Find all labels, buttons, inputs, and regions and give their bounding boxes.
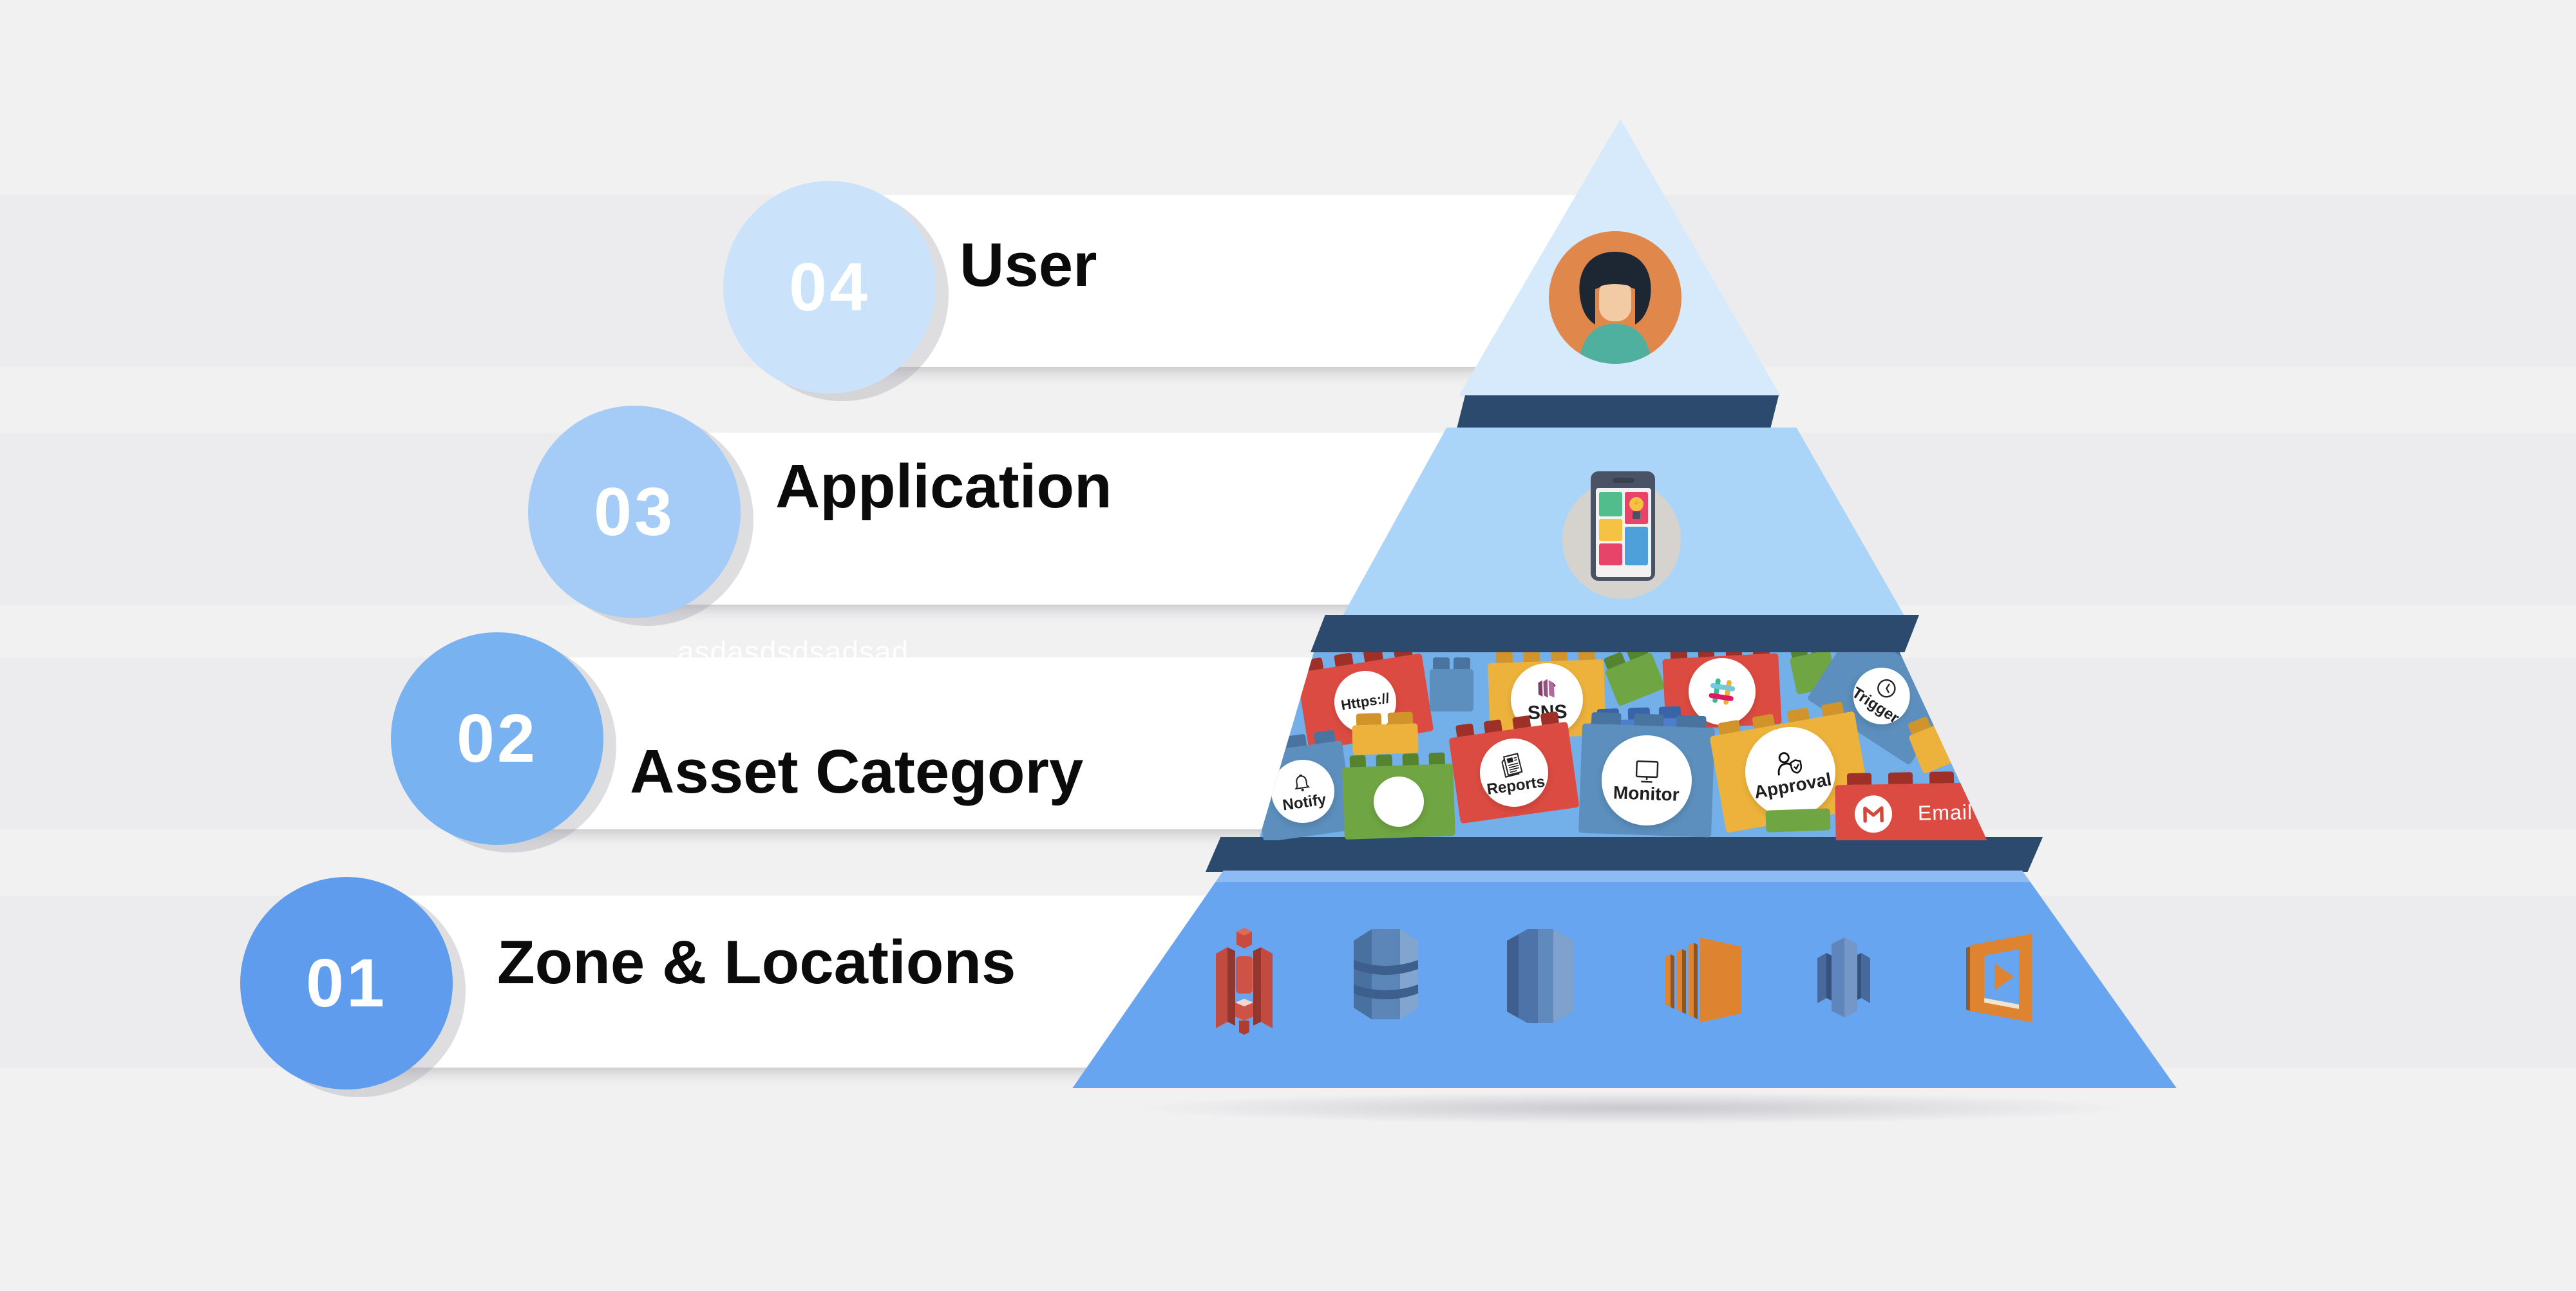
row-bar xyxy=(634,433,1481,605)
aws-api-gateway-icon xyxy=(1958,927,2042,1032)
level-label: Application xyxy=(775,452,1112,521)
level-number: 02 xyxy=(457,700,538,777)
pyramid-divider-band xyxy=(1457,395,1779,429)
row-bar xyxy=(497,657,1340,829)
aws-ses-icon xyxy=(1807,932,1881,1026)
aws-s3-red-icon xyxy=(1199,925,1289,1038)
level-number: 04 xyxy=(789,249,870,325)
lego-brick-small-yellow-right xyxy=(1907,706,1974,775)
brick-circle xyxy=(1687,656,1757,727)
news-icon xyxy=(1499,749,1528,778)
clock-icon xyxy=(1870,673,1902,705)
mobile-app-icon xyxy=(1556,465,1687,601)
brick-studs xyxy=(1846,770,1987,786)
level-number-badge-03: 03 xyxy=(528,406,741,618)
pyramid-divider-band xyxy=(1206,837,2043,872)
pyramid-divider-band xyxy=(1311,615,1919,652)
brick-label: Monitor xyxy=(1613,782,1680,805)
lego-brick-green-blank xyxy=(1342,752,1455,840)
lego-brick-notify: Notify xyxy=(1258,730,1355,840)
brick-label: Https:// xyxy=(1340,690,1391,714)
level-label: Asset Category xyxy=(630,737,1084,806)
lego-brick-email: Email xyxy=(1835,770,1987,840)
level-number: 01 xyxy=(306,945,387,1021)
brick-circle: Reports xyxy=(1475,734,1553,811)
brick-studs xyxy=(1954,705,1987,722)
lego-brick-monitor: Monitor xyxy=(1578,711,1715,838)
monitor-icon xyxy=(1633,757,1662,784)
level-label: Zone & Locations xyxy=(497,928,1016,997)
lego-brick-small-blue-1 xyxy=(1430,657,1473,711)
lego-brick-approval: Approval xyxy=(1709,701,1871,833)
brick-circle: SNS xyxy=(1510,662,1584,737)
lego-brick-small-green-top xyxy=(1603,652,1666,707)
person-icon xyxy=(1771,746,1806,778)
aws-database-barrel-icon xyxy=(1495,925,1586,1030)
sns-icon xyxy=(1533,675,1560,702)
brick-studs xyxy=(1349,752,1445,768)
row-bar xyxy=(831,195,1610,367)
brick-circle: Monitor xyxy=(1600,733,1694,827)
pyramid-floor-shadow xyxy=(940,1086,2325,1131)
brick-label: Email xyxy=(1917,800,1973,825)
lego-brick-trigger: Trigger xyxy=(1806,652,1957,766)
bell-icon xyxy=(1291,771,1312,795)
lego-brick-small-yellow-left xyxy=(1352,711,1419,755)
brick-circle xyxy=(1372,775,1425,828)
gmail-icon xyxy=(1854,795,1893,833)
level-number-badge-01: 01 xyxy=(240,877,453,1089)
level-row-application: 03 Application xyxy=(0,406,2576,618)
user-avatar-icon xyxy=(1548,230,1683,365)
lego-brick-slack xyxy=(1662,652,1782,730)
slack-icon xyxy=(1704,674,1741,710)
brick-label: Reports xyxy=(1486,773,1546,798)
level-row-user: 04 User xyxy=(0,181,2576,393)
brick-studs xyxy=(1432,657,1471,669)
aws-dynamodb-icon xyxy=(1341,923,1431,1029)
level-label: User xyxy=(960,231,1097,299)
level-row-asset-category: asdasdsdsadsad 02 Asset Category xyxy=(0,632,2576,845)
lego-brick-small-green-bottom xyxy=(1765,808,1831,833)
lego-brick-sns: SNS xyxy=(1487,652,1607,740)
brick-studs xyxy=(1356,711,1414,726)
brick-label: Notify xyxy=(1281,791,1327,815)
brick-circle: Notify xyxy=(1267,755,1339,827)
lego-brick-small-steel-right xyxy=(1953,705,1987,749)
aws-ec2-icon xyxy=(1659,927,1746,1033)
brick-circle: Approval xyxy=(1738,719,1843,825)
row-bar xyxy=(346,896,1256,1068)
lego-brick-reports: Reports xyxy=(1448,711,1580,824)
brick-circle: Trigger xyxy=(1842,656,1921,735)
level-number: 03 xyxy=(594,473,675,550)
brick-studs xyxy=(1258,730,1336,753)
aws-icons-layer xyxy=(1069,871,2180,1088)
level-number-badge-02: 02 xyxy=(391,632,603,845)
level-number-badge-04: 04 xyxy=(723,181,936,393)
